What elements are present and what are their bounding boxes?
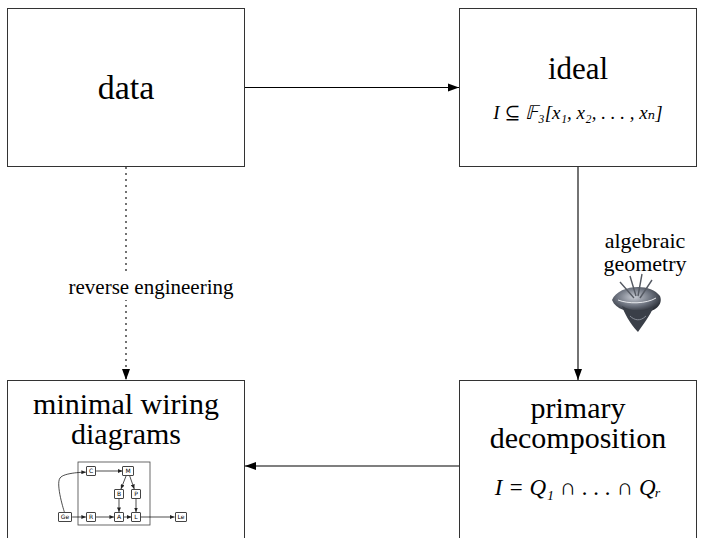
gene-box: L xyxy=(131,512,140,522)
gene-label: R xyxy=(89,514,93,520)
process-box: primary decomposition I = Q₁ ∩ . . . ∩ Qᵣ xyxy=(459,380,697,538)
regulation-arrow xyxy=(96,471,122,472)
gene-box: Le xyxy=(175,512,188,522)
gene-label: L xyxy=(134,514,137,520)
process-box: minimal wiring diagramsC M B P Ge R A L Le xyxy=(7,380,245,538)
flow-arrow xyxy=(125,167,126,380)
gene-box: M xyxy=(122,466,133,476)
gene-label: C xyxy=(89,468,93,474)
regulation-arrow xyxy=(124,517,131,518)
flow-arrow xyxy=(245,465,459,466)
regulation-arrow xyxy=(121,476,126,489)
gene-label: Le xyxy=(178,514,185,520)
box-title: ideal xyxy=(542,51,614,87)
formula: I = Q₁ ∩ . . . ∩ Qᵣ xyxy=(489,475,668,501)
regulation-arrow xyxy=(130,476,135,489)
regulation-arrow xyxy=(59,472,86,512)
arrow-annotation: algebraic geometry xyxy=(584,229,704,275)
gene-label: Ge xyxy=(61,514,69,520)
box-title: primary decomposition xyxy=(460,393,696,453)
box-title: minimal wiring diagrams xyxy=(8,389,244,449)
gene-box: P xyxy=(131,489,141,499)
regulation-arrow xyxy=(118,499,119,512)
gene-label: M xyxy=(125,468,130,474)
gene-box: Ge xyxy=(58,512,72,522)
edge-label: reverse engineering xyxy=(67,275,236,300)
gene-label: P xyxy=(134,491,138,497)
gene-box: R xyxy=(86,512,96,522)
gene-box: C xyxy=(86,466,96,476)
regulation-arrow xyxy=(72,517,86,518)
flow-arrow xyxy=(577,167,578,380)
regulation-arrow xyxy=(141,517,175,518)
regulation-arrow xyxy=(136,499,137,512)
algebraic-surface-icon xyxy=(612,274,661,332)
process-box: data xyxy=(7,8,245,167)
gene-label: A xyxy=(117,514,121,520)
network-frame xyxy=(78,462,150,525)
gene-label: B xyxy=(117,491,121,497)
regulation-arrow xyxy=(96,517,114,518)
gene-box: B xyxy=(114,489,124,499)
gene-box: A xyxy=(114,512,124,522)
box-title: data xyxy=(92,69,161,107)
formula: I ⊆ 𝔽₃[x₁, x₂, . . . , xₙ] xyxy=(487,101,668,124)
flow-arrow xyxy=(245,87,459,88)
process-box: ideal I ⊆ 𝔽₃[x₁, x₂, . . . , xₙ] xyxy=(459,8,697,167)
